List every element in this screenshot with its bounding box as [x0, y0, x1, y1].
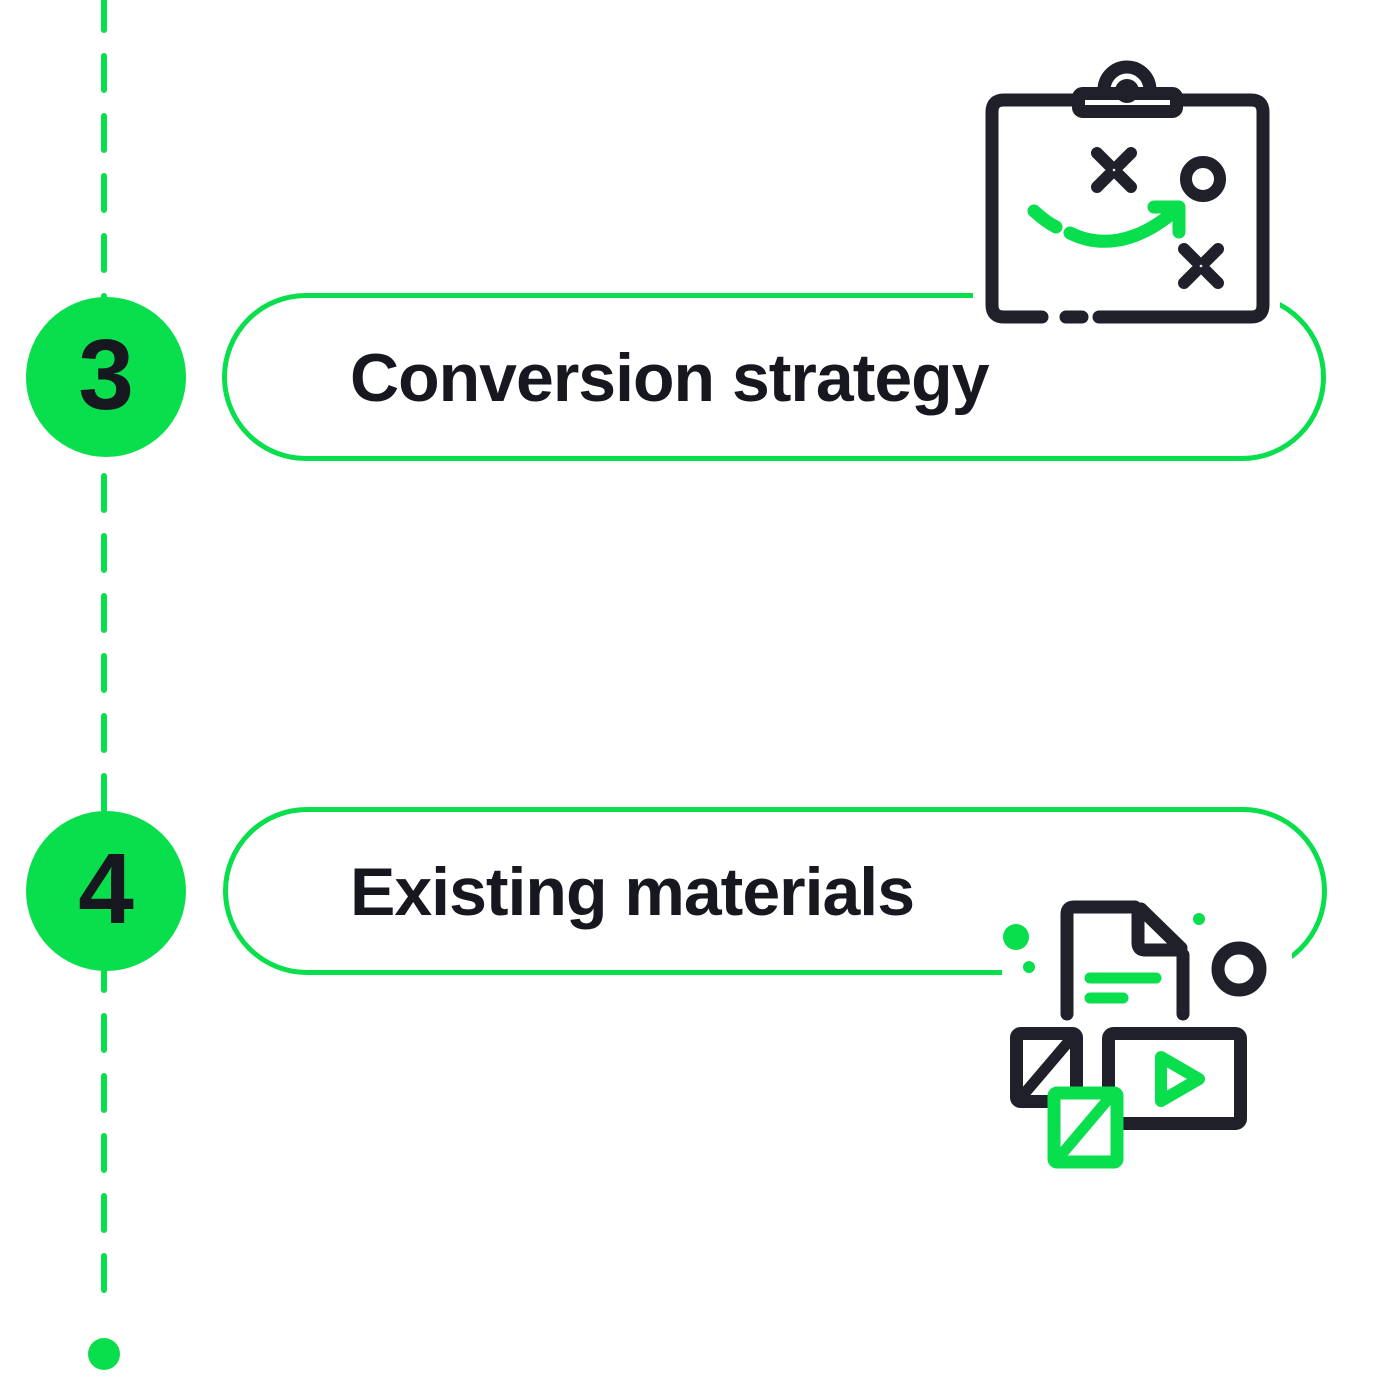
document-text-lines — [1084, 972, 1162, 1004]
step-label-conversion-strategy: Conversion strategy — [350, 340, 990, 416]
step-number: 4 — [78, 833, 134, 945]
tactic-o-mark — [1180, 156, 1226, 202]
play-icon — [1155, 1051, 1205, 1107]
timeline-end-dot — [88, 1338, 120, 1370]
green-dot-small — [1023, 961, 1035, 973]
strategy-clipboard-icon — [973, 48, 1280, 332]
video-player-icon — [1102, 1027, 1247, 1130]
strategy-arrow — [1027, 200, 1186, 248]
green-dot-large — [1003, 924, 1029, 950]
step-number-badge-4: 4 — [26, 811, 186, 971]
image-square-green-icon — [1047, 1086, 1124, 1169]
clipboard-clip-dot — [1115, 79, 1139, 103]
existing-materials-icon — [1002, 886, 1292, 1182]
step-pill-existing-materials — [223, 807, 1327, 975]
clipboard-clip-dome — [1097, 60, 1157, 97]
tactic-x-mark — [1178, 243, 1224, 289]
step-label-existing-materials: Existing materials — [350, 854, 915, 930]
step-pill-conversion-strategy — [222, 293, 1326, 461]
step-number: 3 — [78, 319, 134, 431]
ring-icon — [1211, 941, 1267, 997]
tactic-x-mark — [1091, 147, 1137, 193]
step-number-badge-3: 3 — [26, 297, 186, 457]
document-icon — [1060, 900, 1190, 1021]
green-dot-top — [1193, 913, 1205, 925]
image-square-icon — [1010, 1027, 1083, 1108]
